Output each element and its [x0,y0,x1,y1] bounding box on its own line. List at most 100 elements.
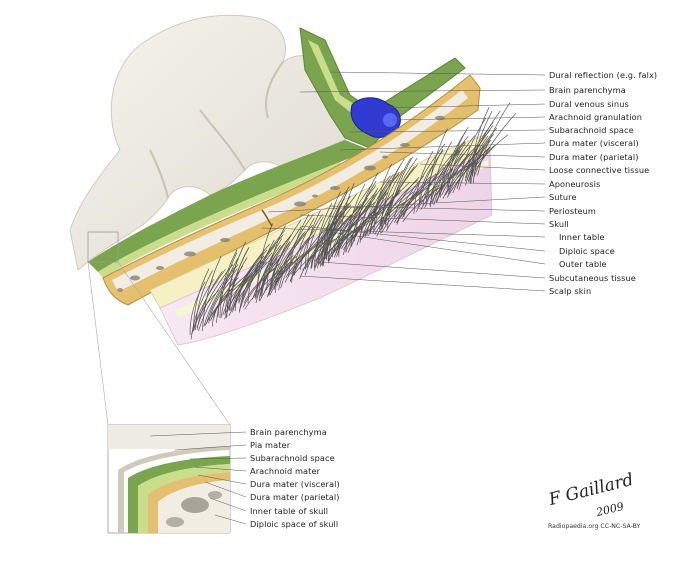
inset-label-arachnoid-mater: Arachnoid mater [250,466,321,476]
hair-strand [452,155,483,194]
hair-strand [429,141,452,208]
inset-label-dura-mater-visceral: Dura mater (visceral) [250,479,340,489]
hair-strand [311,204,352,264]
hair-strand [193,268,210,332]
label-suture: Suture [549,192,577,202]
hair-strand [206,268,238,324]
hair-strand [216,258,239,323]
inset-label-brain-parenchyma: Brain parenchyma [250,427,327,437]
hair-strand [337,185,377,253]
hair-strand [328,191,348,264]
credit-text: Radiopaedia.org CC-NC-SA-BY [548,523,641,530]
hair-strand [244,264,288,310]
inset-label-pia-mater: Pia mater [250,440,291,450]
hair-strand [433,153,464,206]
leader-line [349,129,546,133]
inset-label-subarachnoid-space: Subarachnoid space [250,453,335,463]
hair-strand [269,251,307,292]
leader-line [379,181,546,185]
suture-line [261,209,273,227]
inset-leader-line [204,481,247,498]
hair-strand [310,223,331,269]
hair-strand [438,130,467,199]
hair-strand [291,217,315,283]
inset-leader-line [149,431,247,437]
hair-strand [232,255,265,313]
hair-strand [393,176,420,218]
hair-strand [419,149,444,204]
hair-strand [196,271,223,330]
label-scalp-skin: Scalp skin [549,286,592,296]
label-brain-parenchyma: Brain parenchyma [549,85,626,95]
hair-strand [322,204,341,266]
hair-strand [380,189,401,234]
leader-lines [261,71,546,292]
hair-strand [259,234,292,297]
hair-strand [228,257,274,316]
hair-strand [314,222,358,263]
diploic-spots [117,115,445,292]
hair-strand [269,234,315,296]
hair-strand [229,247,249,311]
leader-line [299,89,546,93]
leader-line [329,71,546,76]
arachnoid-granulation-shape [383,113,397,127]
hair-strand [261,257,281,296]
inset-label-diploic-space-of-skull: Diploic space of skull [250,519,339,529]
hair-strand [224,261,268,315]
hair-strand [275,249,312,285]
hair-strand [465,146,491,186]
hair-strand [448,153,470,193]
hair-strand [220,265,244,318]
hair-strand [464,110,501,182]
inset-leader-line [197,474,247,485]
leader-line [299,225,546,252]
hair-strand [370,180,391,234]
label-dura-mater-visceral: Dura mater (visceral) [549,138,639,148]
label-subcutaneous-tissue: Subcutaneous tissue [549,273,636,283]
hair-strand [270,219,302,286]
leader-line [261,227,546,238]
hair-strand [393,183,433,223]
hair-strand [243,266,278,304]
hair-strand [208,278,233,324]
hair-strand [217,249,238,317]
hair-strand [189,281,206,335]
inset-leader-line [209,497,247,512]
hair-strand [345,207,379,253]
meningeal-green-strip [88,140,370,272]
hair-strand [196,264,234,328]
leader-line [379,151,546,158]
label-dural-reflection-e-g-falx: Dural reflection (e.g. falx) [549,70,658,80]
inset-panel [107,424,231,534]
brain-sulcus [264,61,284,119]
hair-strand [280,234,312,289]
hair-strand [436,135,475,203]
leader-line [267,196,546,213]
label-arachnoid-granulation: Arachnoid granulation [549,112,642,122]
leader-line [329,231,546,265]
hair-strand [299,214,323,271]
hair-strand [477,102,511,176]
hair-strand [234,271,253,312]
hair-strand [442,148,482,199]
meningeal-lightgreen-strip [98,162,346,278]
hair-strand [275,257,292,293]
label-periosteum: Periosteum [549,206,597,216]
hair-strand [417,145,461,208]
hair-strand [294,229,315,275]
hair-strand [213,277,239,319]
inset-leader-line [194,466,247,472]
hair-strand [261,258,278,299]
hair-strand [441,144,481,196]
label-dural-venous-sinus: Dural venous sinus [549,99,629,109]
magnification-line [117,261,231,426]
inset-leader-line [174,444,247,451]
hair-strand [268,226,302,295]
hair-strand [385,158,411,226]
inset-leader-lines [149,431,247,525]
hair-strand [359,187,379,243]
label-subarachnoid-space: Subarachnoid space [549,125,634,135]
hair-strand [255,239,275,300]
